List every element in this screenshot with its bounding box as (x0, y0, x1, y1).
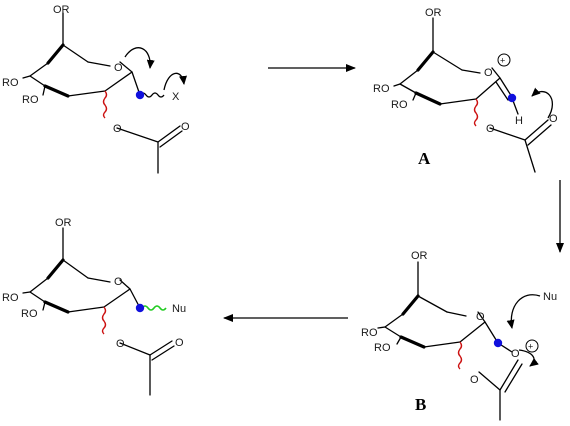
c2-wavy-bond (473, 98, 479, 127)
molecule-product: OR RO RO O Nu O O (2, 217, 186, 396)
anomeric-carbon (135, 303, 145, 313)
ro-label-1: RO (2, 292, 19, 304)
ring-oxygen-label: O (484, 67, 493, 79)
carbonyl-oxygen-label: O (511, 348, 520, 360)
ro-label-2: RO (374, 342, 391, 354)
anomeric-carbon (493, 338, 503, 348)
nucleophile-label: Nu (172, 303, 186, 315)
leaving-group-label: X (172, 91, 180, 103)
ring-oxygen-label: O (114, 276, 123, 288)
glycosidic-bond (141, 305, 167, 311)
charge-symbol: + (500, 56, 505, 66)
charge-symbol: + (528, 342, 533, 352)
ester-oxygen-label: O (113, 123, 122, 135)
carbonyl-oxygen-label: O (175, 337, 184, 349)
anomeric-carbon (507, 93, 517, 103)
ro-label-1: RO (2, 77, 19, 89)
c2-wavy-bond (101, 306, 107, 335)
ester-oxygen-label: O (486, 123, 495, 135)
molecule-1: OR RO RO O X O O (2, 4, 190, 174)
or-label: OR (55, 217, 72, 229)
ring-oxygen-label: O (114, 62, 123, 74)
ro-label-2: RO (22, 94, 39, 106)
intermediate-a-label: A (418, 149, 431, 168)
oxocarbenium-charge (497, 53, 511, 67)
intermediate-b-label: B (415, 395, 426, 414)
ro-label-2: RO (21, 308, 38, 320)
curly-arrow-neighboring (531, 87, 554, 119)
ring-oxygen-label: O (476, 311, 485, 323)
c2-wavy-bond (102, 90, 108, 119)
dioxolenium-charge (525, 339, 539, 353)
or-label: OR (425, 7, 442, 19)
carbonyl-oxygen-label: O (181, 121, 190, 133)
or-label: OR (411, 250, 428, 262)
ro-label-1: RO (373, 83, 390, 95)
ester-oxygen-label: O (470, 374, 479, 386)
nucleophile-label: Nu (543, 291, 557, 303)
hydrogen-label: H (515, 115, 523, 127)
molecule-b: + OR RO RO O Nu O O B (361, 250, 557, 421)
c2-wavy-bond (457, 341, 463, 370)
curly-arrow-leaving (163, 72, 187, 91)
ro-label-1: RO (361, 327, 378, 339)
or-label: OR (53, 4, 70, 16)
molecule-a: + OR RO RO O H O O A (373, 7, 558, 173)
ester-oxygen-label: O (116, 338, 125, 350)
leaving-group-bond (139, 92, 165, 98)
anomeric-carbon (135, 90, 145, 100)
curly-arrow-nucleophile (506, 294, 541, 329)
curly-arrow-ring-open (518, 349, 539, 367)
ro-label-2: RO (391, 99, 408, 111)
curly-arrow-ring-o (124, 47, 155, 69)
carbonyl-oxygen-label: O (549, 113, 558, 125)
